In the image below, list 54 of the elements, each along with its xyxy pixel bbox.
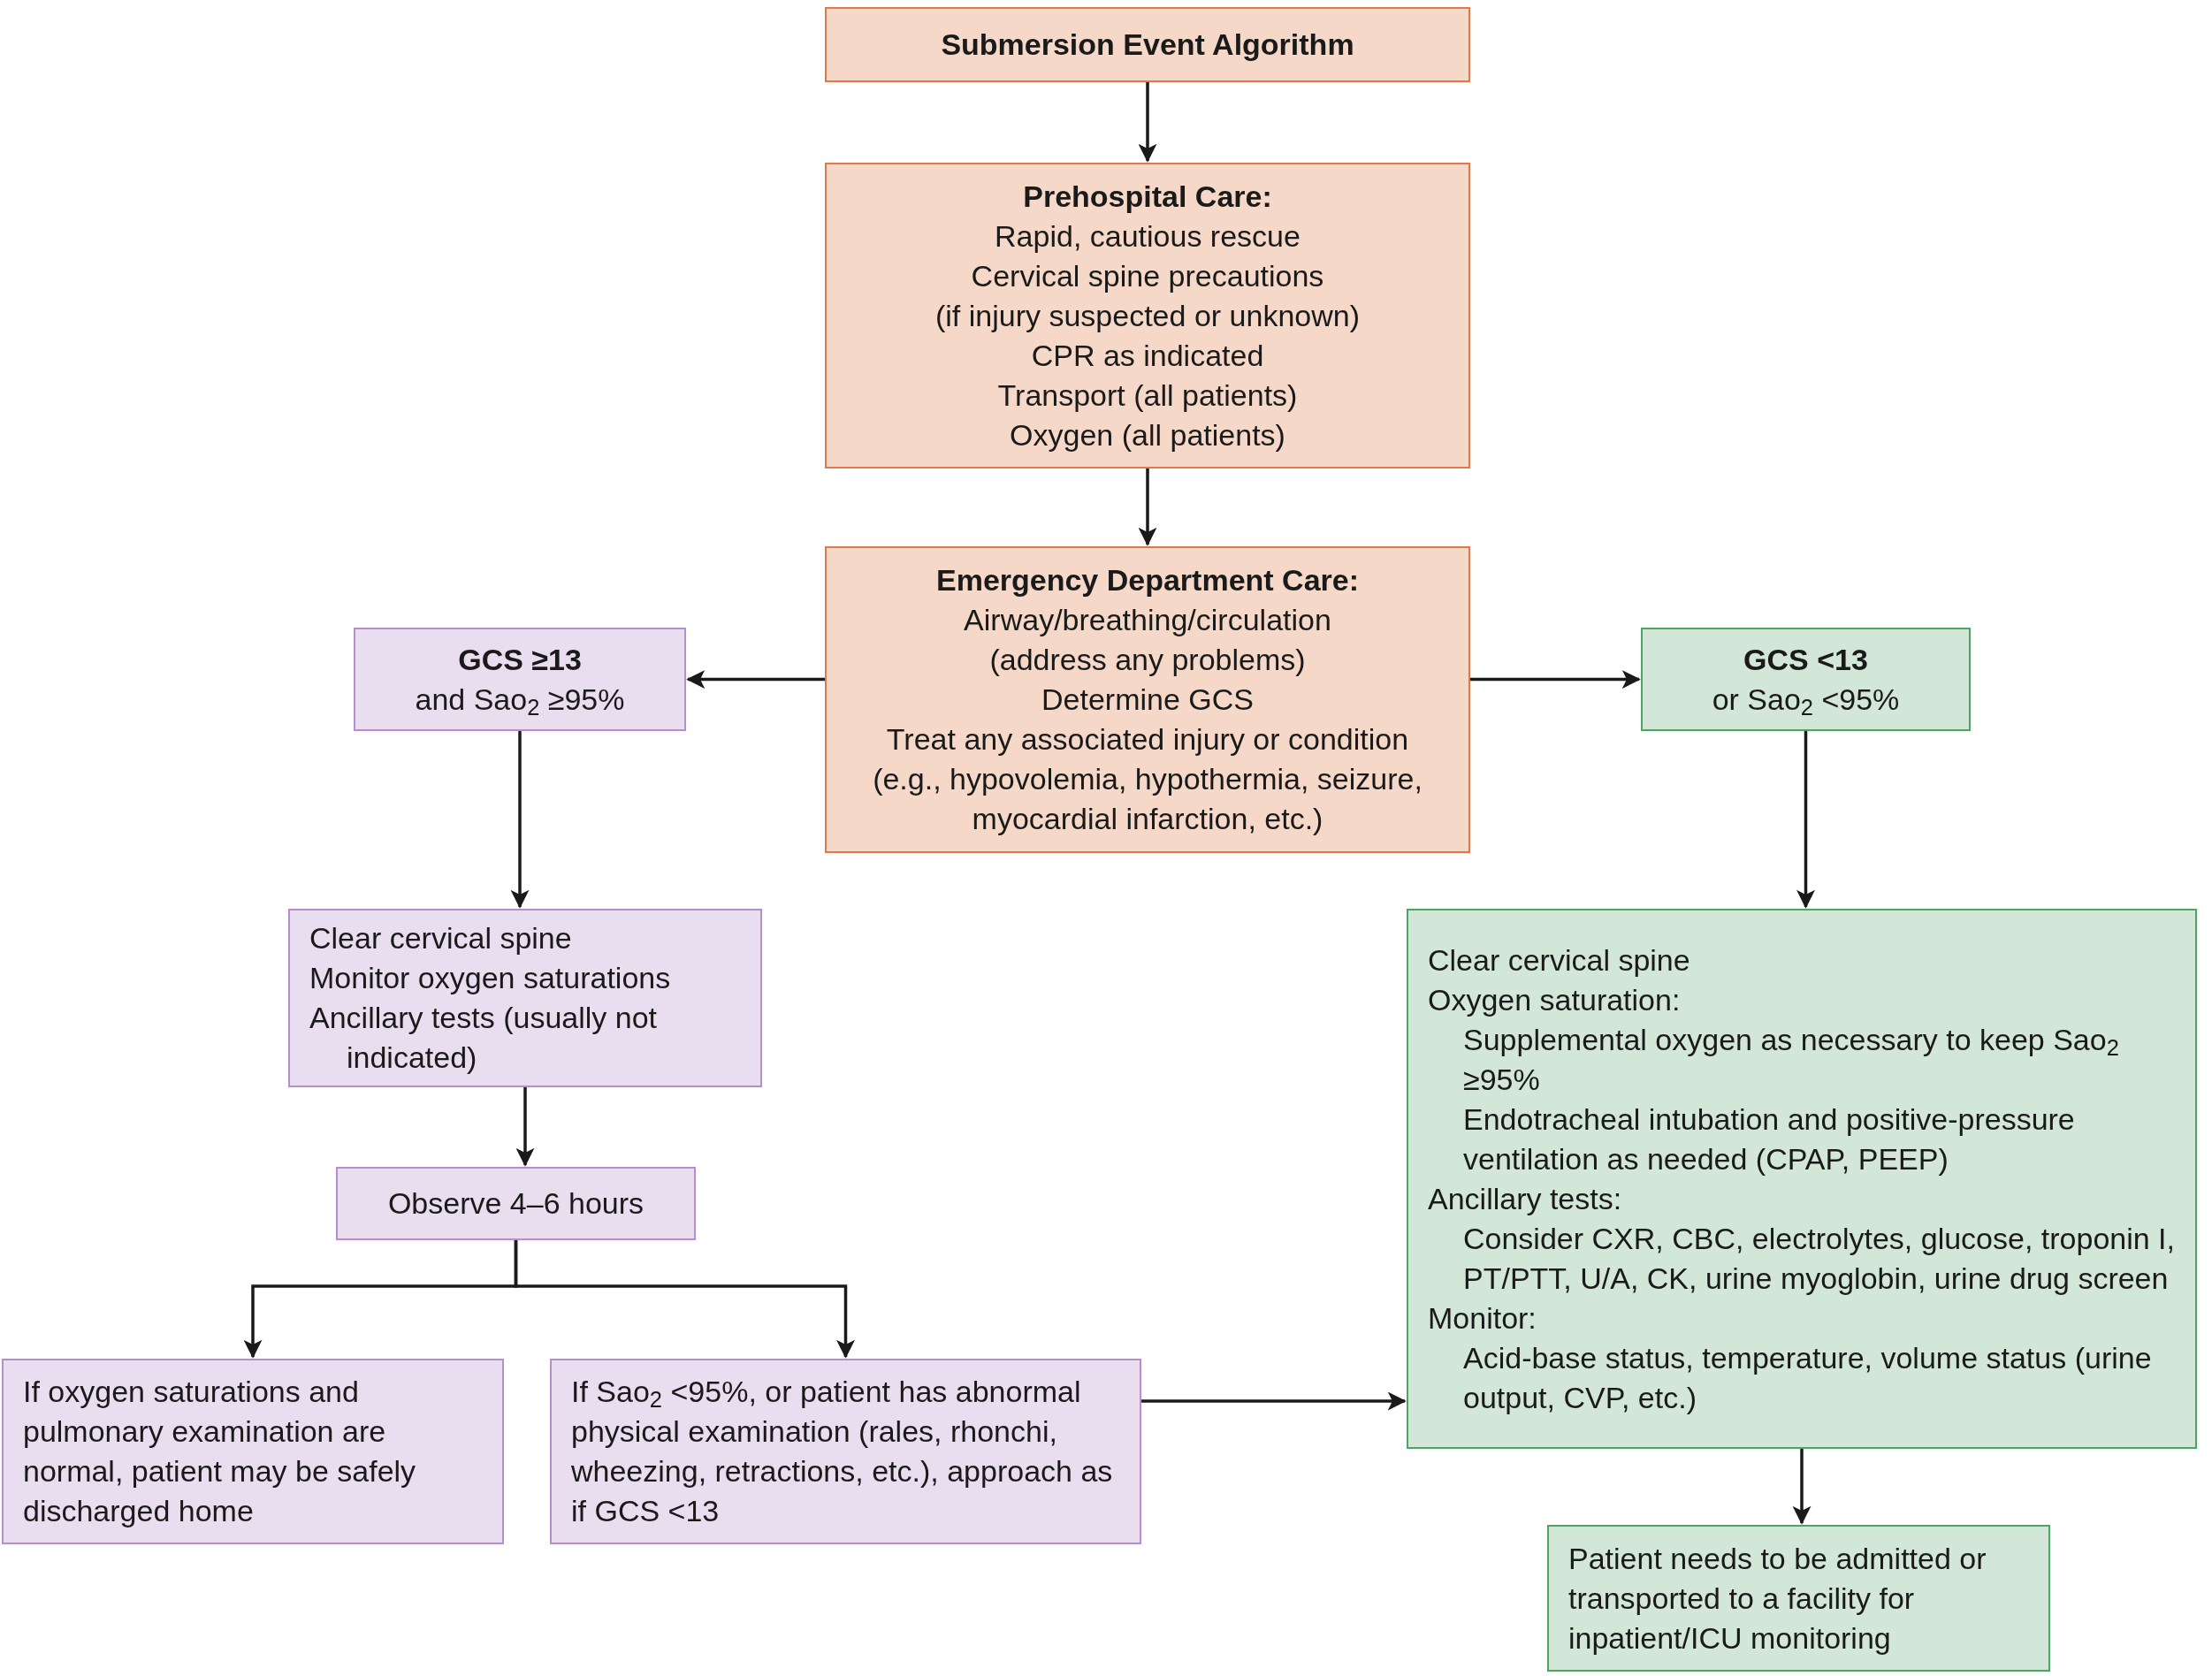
arrow: [1138, 82, 1157, 163]
process-box: [336, 1167, 696, 1240]
box-text: Supplemental oxygen as necessary to keep Sao$_{2}$ ≥95%: [1462, 1021, 2120, 1098]
box-text: Determine GCS: [1041, 682, 1254, 718]
process-box: [1407, 909, 2197, 1449]
process-box: [354, 628, 686, 731]
box-heading: Emergency Department Care:: [935, 562, 1360, 598]
arrow: [1138, 469, 1157, 546]
box-text: Cervical spine precautions: [971, 257, 1324, 294]
process-box: [825, 163, 1470, 469]
arrow: [1470, 670, 1641, 689]
box-text: Oxygen saturation:: [1428, 981, 1681, 1018]
box-text: Monitor oxygen saturations: [309, 960, 671, 996]
box-text: Clear cervical spine: [309, 920, 572, 956]
process-box: [288, 909, 762, 1087]
arrow: [686, 670, 825, 689]
process-box: [825, 546, 1470, 853]
box-text: Airway/breathing/circulation: [964, 602, 1331, 638]
box-text: If Sao$_{2}$ <95%, or patient has abnormal physical examination (rales, rhonchi, wheezing, retractions, etc.), approach as if GCS <13: [571, 1374, 1114, 1529]
box-heading: GCS ≥13: [458, 641, 582, 678]
box-text: and Sao$_{2}$ ≥95%: [415, 681, 625, 720]
box-text: Ancillary tests (usually not indicated): [309, 1000, 659, 1076]
box-heading: Prehospital Care:: [1023, 178, 1272, 215]
box-text: (if injury suspected or unknown): [935, 297, 1360, 334]
process-box: [825, 7, 1470, 82]
box-text: Observe 4–6 hours: [387, 1185, 645, 1222]
arrow: [1141, 1391, 1407, 1411]
arrow: [1796, 731, 1815, 909]
box-heading: Submersion Event Algorithm: [941, 27, 1354, 63]
box-text: If oxygen saturations and pulmonary examination are normal, patient may be safely discharged home: [23, 1374, 417, 1529]
box-text: Transport (all patients): [997, 377, 1298, 414]
arrow: [515, 1087, 535, 1167]
box-heading: GCS <13: [1743, 641, 1868, 678]
box-text: Oxygen (all patients): [1010, 416, 1285, 453]
process-box: [2, 1359, 504, 1544]
box-text: (e.g., hypovolemia, hypothermia, seizure, myocardial infarction, etc.): [872, 761, 1423, 837]
box-text: Acid-base status, temperature, volume status (urine output, CVP, etc.): [1462, 1339, 2153, 1416]
box-text: CPR as indicated: [1031, 337, 1264, 374]
arrow: [510, 731, 530, 909]
box-text: Monitor:: [1428, 1299, 1537, 1337]
process-box: [1641, 628, 1971, 731]
box-text: Clear cervical spine: [1428, 941, 1690, 979]
process-box: [1547, 1525, 2050, 1672]
box-text: Rapid, cautious rescue: [995, 217, 1301, 255]
arrow: [1792, 1449, 1812, 1525]
box-text: or Sao$_{2}$ <95%: [1712, 681, 1900, 720]
box-text: (address any problems): [989, 642, 1306, 678]
process-box: [550, 1359, 1141, 1544]
box-text: Treat any associated injury or condition: [886, 721, 1409, 758]
arrow: [514, 1240, 855, 1359]
box-text: Ancillary tests:: [1428, 1180, 1622, 1217]
box-text: Patient needs to be admitted or transported to a facility for inpatient/ICU monitoring: [1568, 1540, 1987, 1657]
box-text: Consider CXR, CBC, electrolytes, glucose, troponin I, PT/PTT, U/A, CK, urine myoglobin, urine drug screen: [1462, 1220, 2176, 1297]
box-text: Endotracheal intubation and positive-pressure ventilation as needed (CPAP, PEEP): [1462, 1101, 2076, 1177]
